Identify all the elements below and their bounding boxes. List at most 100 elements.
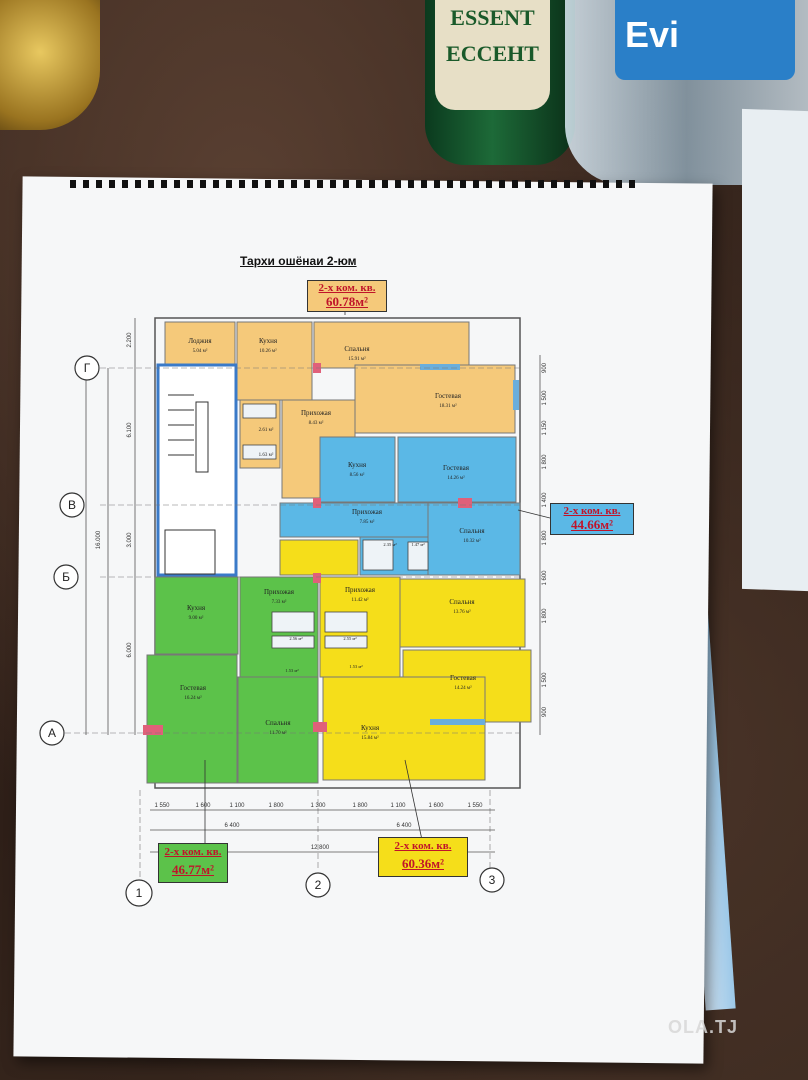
bottle-label: ESSENT ЕССЕНТ [435, 0, 550, 110]
axis-label-row-b: Б [62, 570, 70, 584]
axis-label-col-3: 3 [489, 873, 496, 887]
room-yellow-guest-name: Гостевая [450, 674, 477, 682]
room-top-wc-area: 1.63 м² [259, 452, 274, 458]
stair-core [156, 363, 238, 577]
room-green-bath-area: 2.56 м² [289, 636, 303, 641]
axis-label-row-g: Г [84, 361, 91, 375]
room-blue-bath-area: 2.35 м² [383, 542, 397, 547]
room-blue-hall-name: Прихожая [352, 508, 383, 516]
dim-bottom-1: 1 600 [195, 803, 211, 809]
plan-title: Тархи ошёнаи 2-юм [240, 254, 357, 268]
room-yellow-bedroom-area: 13.76 м² [453, 609, 471, 615]
dim-bottom-total: 12 800 [311, 845, 330, 851]
room-yellow-bath-area: 2.55 м² [343, 636, 357, 641]
room-yellow-guest-area: 14.24 м² [454, 685, 472, 691]
dim-right-2: 1 150 [542, 420, 548, 436]
dim-left-total: 16.000 [96, 530, 102, 549]
green-bottle: ESSENT ЕССЕНТ [425, 0, 575, 165]
dim-right-6: 1 600 [542, 570, 548, 586]
dim-left-0: 2.200 [127, 332, 133, 348]
room-top-kitchen-name: Кухня [259, 337, 278, 345]
apartment-tag-green: 2-х ком. кв. 46.77м² [158, 843, 228, 883]
room-green-hall-area: 7.33 м² [272, 599, 287, 605]
room-top-hall-area: 8.43 м² [309, 420, 324, 426]
room-yellow-kitchen-area: 15.84 м² [361, 735, 379, 741]
dim-right-5: 1 800 [542, 530, 548, 546]
dim-right-9: 900 [542, 706, 548, 717]
room-yellow-bedroom-name: Спальня [449, 598, 475, 606]
axis-label-col-1: 1 [136, 886, 143, 900]
dim-bottom-8: 1 550 [467, 803, 483, 809]
room-top-loggia-area: 5.04 м² [193, 348, 208, 354]
dim-right-7: 1 800 [542, 608, 548, 624]
dim-bottom-0: 1 550 [154, 803, 170, 809]
dim-left-3: 6.000 [127, 642, 133, 658]
axis-bubbles [39, 355, 505, 907]
room-green-kitchen-area: 9.00 м² [189, 615, 204, 621]
room-blue-bedroom-name: Спальня [459, 527, 485, 535]
apartment-tag-green-type: 2-х ком. кв. [164, 846, 222, 858]
water-bottle-label: Evi [615, 0, 795, 80]
room-green-wc-area: 1.53 м² [285, 668, 299, 673]
room-yellow-wc-area: 1.53 м² [349, 664, 363, 669]
dim-bottom-7: 1 600 [428, 803, 444, 809]
room-blue-hall-area: 7.85 м² [360, 519, 375, 525]
apartment-tag-blue-type: 2-х ком. кв. [563, 505, 621, 517]
room-green-bedroom-area: 11.70 м² [270, 730, 287, 736]
room-blue-bedroom-area: 10.32 м² [463, 538, 481, 544]
axis-lines [65, 367, 520, 880]
apartment-tag-yellow: 2-х ком. кв. 60.36м² [378, 837, 468, 877]
gold-ornament [0, 0, 100, 130]
watermark: OLA.TJ [668, 1017, 739, 1037]
room-green-hall-name: Прихожая [264, 588, 295, 596]
dim-bottom-6: 1 100 [390, 803, 406, 809]
room-yellow-hall-area: 11.42 м² [352, 597, 369, 603]
dim-right-0: 900 [542, 362, 548, 373]
room-top-kitchen-area: 10.26 м² [259, 348, 277, 354]
room-top-bedroom-name: Спальня [344, 345, 370, 353]
room-blue-guest-name: Гостевая [443, 464, 470, 472]
apartment-tag-yellow-type: 2-х ком. кв. [394, 840, 452, 852]
bathroom-fixtures [242, 403, 429, 649]
apartment-yellow [279, 539, 532, 781]
room-top-bath-area: 2.61 м² [259, 427, 274, 433]
apartment-tag-top-type: 2-х ком. кв. [318, 282, 376, 294]
room-top-bedroom-area: 15.91 м² [348, 356, 366, 362]
dim-right-8: 1 500 [542, 672, 548, 688]
dim-bottom-5: 1 800 [352, 803, 368, 809]
dim-bottom-3: 1 800 [268, 803, 284, 809]
room-blue-guest-area: 14.26 м² [447, 475, 465, 481]
apartment-tag-green-area: 46.77м² [171, 862, 214, 877]
apartment-tag-yellow-area: 60.36м² [401, 856, 444, 871]
axis-label-row-a: А [48, 726, 56, 740]
room-green-bedroom-name: Спальня [265, 719, 291, 727]
apartment-tag-blue: 2-х ком. кв. 44.66м² [550, 503, 634, 535]
axis-label-col-2: 2 [315, 878, 322, 892]
room-yellow-kitchen-name: Кухня [361, 724, 380, 732]
dim-bottom-4: 1 300 [310, 803, 326, 809]
room-green-kitchen-name: Кухня [187, 604, 206, 612]
water-bottle: Evi [565, 0, 808, 185]
dim-left-2: 3.000 [127, 532, 133, 548]
spiral-binding [70, 180, 640, 188]
apartment-tag-top-area: 60.78м² [325, 294, 368, 309]
room-top-guest-name: Гостевая [435, 392, 462, 400]
axis-label-row-v: В [68, 498, 76, 512]
room-blue-wc-area: 1.47 м² [411, 542, 425, 547]
apartment-green [146, 576, 319, 784]
room-blue-kitchen-area: 8.56 м² [350, 472, 365, 478]
dimension-texts: 1 550 1 600 1 100 1 800 1 300 1 800 1 10… [96, 332, 548, 851]
dim-right-3: 1 800 [542, 454, 548, 470]
dim-right-1: 1 500 [542, 390, 548, 406]
room-yellow-hall-name: Прихожая [345, 586, 376, 594]
dim-bottom-2: 1 100 [229, 803, 245, 809]
room-top-guest-area: 18.31 м² [439, 403, 457, 409]
dim-left-1: 6.100 [127, 422, 133, 438]
room-green-guest-area: 16.24 м² [184, 695, 202, 701]
room-top-loggia-name: Лоджия [188, 337, 212, 345]
room-green-guest-name: Гостевая [180, 684, 207, 692]
dim-bottom-half-right: 6 400 [396, 823, 412, 829]
apartment-tag-top: 2-х ком. кв. 60.78м² [307, 280, 387, 312]
dim-bottom-half-left: 6 400 [224, 823, 240, 829]
